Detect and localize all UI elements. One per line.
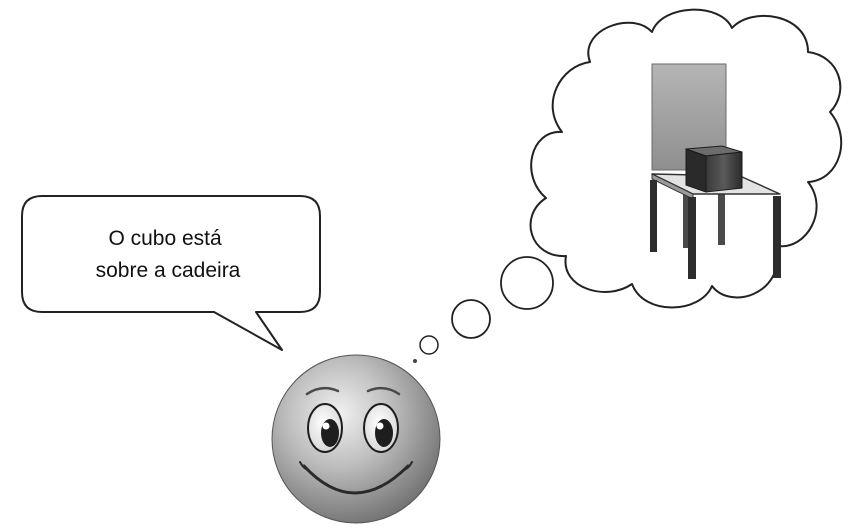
smile-dimple-right (403, 461, 413, 471)
svg-text:O cubo está sobre a cade: O cubo está sobre a cadeira (96, 227, 241, 282)
chair-back-leg-left (683, 186, 690, 248)
left-eye-icon (307, 403, 343, 453)
cube (685, 145, 743, 193)
left-eyebrow (305, 386, 340, 396)
thought-trail (413, 256, 554, 363)
face-circle (271, 354, 441, 524)
smiley-face-icon (271, 354, 441, 524)
thought-trail-circle-small (419, 335, 439, 355)
thought-trail-dot (413, 359, 417, 363)
chair-front-leg-left (650, 180, 657, 252)
smile-dimple-left (299, 461, 309, 471)
right-eyebrow (366, 386, 401, 396)
cube-side (705, 151, 743, 193)
right-eye-icon (363, 403, 399, 453)
thought-cloud (529, 8, 843, 309)
cube-front (685, 148, 707, 193)
speech-line-1: O cubo está (108, 227, 222, 250)
thought-trail-circle-medium (451, 299, 491, 339)
speech-bubble-outline (21, 195, 321, 351)
chair-front-leg-right (688, 197, 696, 279)
chair-front-leg-far-right (773, 196, 781, 278)
smile-mouth (302, 464, 410, 495)
speech-bubble: O cubo está sobre a cadeira (21, 195, 321, 351)
thought-trail-circle-large (500, 256, 554, 310)
speech-line-2: sobre a cadeira (96, 259, 241, 282)
chair-back-leg-right (718, 193, 725, 245)
